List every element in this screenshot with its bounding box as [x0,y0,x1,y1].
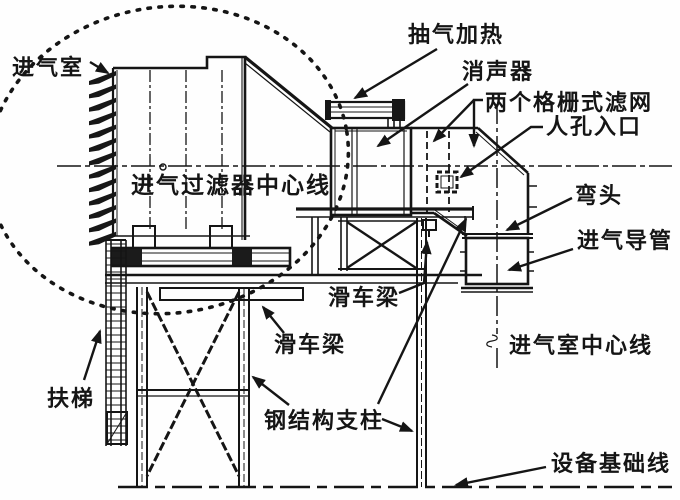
annotation-arrows [82,47,574,489]
arrow-manhole [459,125,543,179]
arrow-grille-filters-1 [468,98,483,148]
label-ladder: 扶梯 [47,386,96,411]
arrow-steel-column-upper [376,217,468,405]
label-equipment-foundation-line: 设备基础线 [551,451,672,476]
ladder [105,239,128,446]
arrow-steel-column-right [381,417,414,433]
arrow-intake-duct [507,247,574,272]
platform-structure [105,206,482,284]
bleed-heater-pipe [325,99,406,128]
left-support-tower [136,287,250,487]
inlet-louvers [89,71,116,246]
arrow-bleed-air-heating [353,47,438,100]
label-manhole-entrance: 人孔入口 [546,114,643,139]
label-elbow: 弯头 [575,183,624,208]
arrow-trolley-beam-lower [261,305,285,334]
label-silencer: 消声器 [462,59,535,84]
label-two-grille-filters: 两个格栅式滤网 [485,90,654,115]
label-trolley-beam-upper: 滑车梁 [328,285,401,310]
label-bleed-air-heating: 抽气加热 [408,22,505,47]
filter-house [110,55,292,268]
manhole-square [435,170,459,194]
silencer-box [329,126,413,217]
label-intake-duct: 进气导管 [577,228,674,253]
arrow-grille-filters-2 [432,99,475,143]
label-intake-chamber: 进气室 [12,55,85,80]
label-trolley-beam-lower: 滑车梁 [274,332,347,357]
label-steel-support-column: 钢结构支柱 [264,408,385,433]
trolley-beam-lower [159,287,304,301]
transition-duct [243,55,334,133]
label-intake-filter-centerline: 进气过滤器中心线 [131,173,331,198]
arrow-ladder [82,329,102,381]
label-intake-chamber-centerline: 进气室中心线 [509,333,654,358]
arrow-foundation-line [454,465,547,489]
arrow-trolley-beam-upper [398,240,432,295]
arrow-silencer [376,83,469,148]
dotted-boundary-ellipse [0,4,351,316]
arrow-steel-column-left [251,375,290,406]
arrow-intake-chamber [89,60,110,75]
intake-chamber-centerline-vertical [486,104,498,372]
grille-filter-lines [426,131,450,212]
arrow-elbow [505,196,573,232]
